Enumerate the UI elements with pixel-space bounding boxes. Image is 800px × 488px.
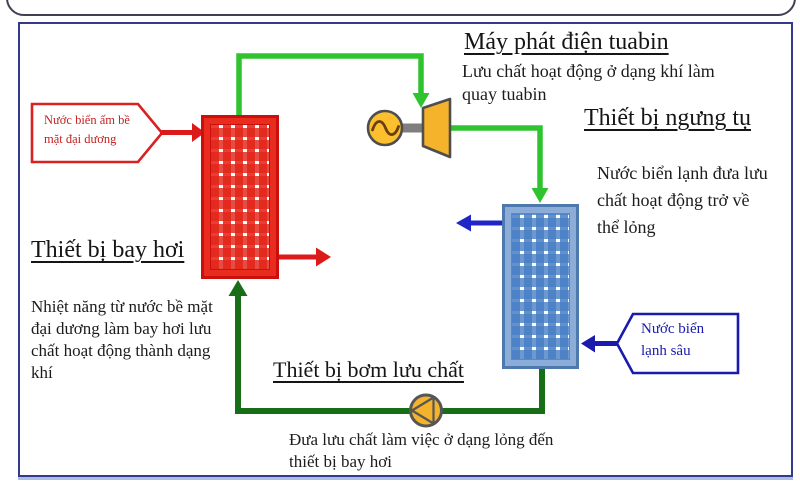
evaporator [201, 115, 279, 279]
diagram-frame [18, 22, 793, 477]
pump-caption: Đưa lưu chất làm việc ở dạng lỏng đến th… [289, 430, 554, 472]
cold-water-callout-shape [615, 312, 740, 375]
cold-water-callout-label: Nước biển lạnh sâu [641, 321, 705, 359]
evaporator-caption: Nhiệt năng từ nước bề mặt đại dương làm … [31, 297, 213, 383]
evaporator-core-pattern [210, 124, 270, 270]
condenser [502, 204, 579, 369]
warm-water-callout-shape [30, 102, 164, 164]
vapor-pipe-arrow-down-icon [412, 93, 430, 108]
cold-water-arrow-icon [581, 335, 595, 353]
evaporator-outlet-arrow-icon [316, 247, 331, 267]
pump-triangle-icon [410, 396, 435, 425]
vapor-pipe-evaporator-to-turbine [236, 53, 424, 118]
condenser-caption: Nước biển lạnh đưa lưu chất hoạt động tr… [597, 163, 768, 237]
condenser-title: Thiết bị ngưng tụ [584, 105, 751, 131]
liquid-pipe-arrow-up-icon [228, 280, 248, 296]
vapor-pipe-turbine-to-condenser [450, 125, 543, 190]
liquid-pipe-condenser-to-evaporator [235, 294, 545, 414]
sine-wave-icon [371, 120, 400, 136]
generator-caption: Lưu chất hoạt động ở dạng khí làm quay t… [462, 61, 715, 105]
turbine-icon [421, 97, 452, 159]
condenser-outlet-arrow-icon [456, 214, 471, 232]
warm-water-callout-label: Nước biển ấm bề mặt đại dương [44, 113, 130, 146]
generator-title: Máy phát điện tuabin [464, 29, 669, 55]
generator-shaft [400, 123, 424, 133]
pump-title: Thiết bị bơm lưu chất [273, 357, 464, 382]
condenser-core-pattern [511, 213, 570, 360]
vapor-pipe-arrow-into-condenser-icon [531, 188, 549, 203]
warm-water-arrow-icon [192, 123, 205, 142]
evaporator-title: Thiết bị bay hơi [31, 237, 185, 263]
